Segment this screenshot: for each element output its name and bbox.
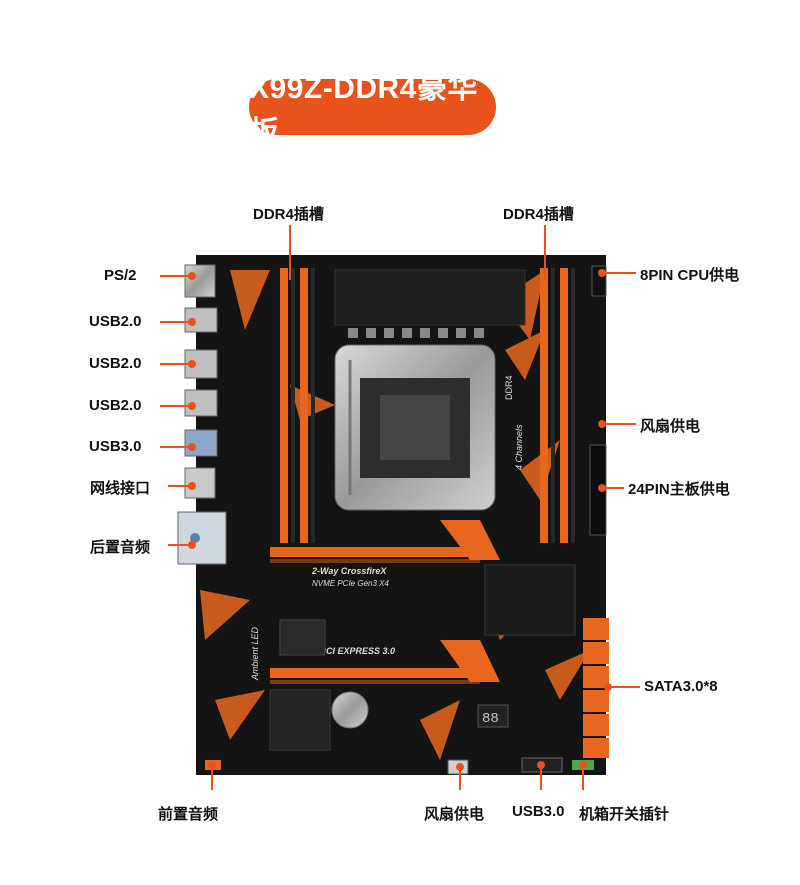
cmos-battery [331, 691, 369, 729]
silk-ambient-led: Ambient LED [250, 626, 260, 681]
label-usb30-rear: USB3.0 [89, 438, 142, 455]
lower-chip-block [269, 689, 331, 751]
dimm-slots-right [540, 268, 575, 543]
label-ddr4-right: DDR4插槽 [503, 206, 574, 223]
vrm-area [334, 269, 526, 326]
label-fan-power-bottom: 风扇供电 [424, 806, 485, 823]
label-usb20-2: USB2.0 [89, 355, 142, 372]
title-banner: X99Z-DDR4豪华板 [249, 72, 496, 149]
label-usb20-1: USB2.0 [89, 313, 142, 330]
silk-nvme: NVME PCIe Gen3 X4 [312, 579, 389, 588]
decor-rays [200, 270, 590, 760]
label-cpu-power: 8PIN CPU供电 [640, 267, 740, 284]
label-case-switch: 机箱开关插针 [579, 806, 670, 823]
label-lan: 网线接口 [90, 480, 151, 497]
label-ddr4-left: DDR4插槽 [253, 206, 324, 223]
silk-ddr4: DDR4 [504, 375, 514, 400]
label-usb20-3: USB2.0 [89, 397, 142, 414]
sata-ports [583, 618, 609, 758]
silk-pci-express: PCI EXPRESS 3.0 [320, 646, 395, 656]
label-rear-audio: 后置音频 [90, 539, 151, 556]
atx-24pin-connector [589, 444, 607, 536]
label-fan-power-right: 风扇供电 [640, 418, 701, 435]
pcie-slot-2 [270, 640, 500, 684]
label-sata: SATA3.0*8 [644, 678, 718, 695]
label-usb30-header: USB3.0 [512, 803, 565, 820]
debug-digits: 88 [482, 711, 499, 727]
page-title: X99Z-DDR4豪华板 [249, 72, 478, 149]
silk-4-channels: 4 Channels [514, 424, 524, 470]
chipset-heatsink [484, 564, 576, 636]
label-atx-power: 24PIN主板供电 [628, 481, 730, 498]
debug-display [477, 704, 509, 728]
dimm-slots-left [280, 268, 315, 543]
cpu-socket [334, 344, 496, 511]
rear-io [177, 264, 227, 565]
label-ps2: PS/2 [104, 267, 137, 284]
silk-crossfire: 2-Way CrossfireX [311, 566, 387, 576]
label-front-audio: 前置音频 [158, 806, 219, 823]
pcie-slot-1 [270, 520, 500, 563]
m2-slot [279, 619, 326, 656]
pointer-lines [160, 225, 640, 790]
